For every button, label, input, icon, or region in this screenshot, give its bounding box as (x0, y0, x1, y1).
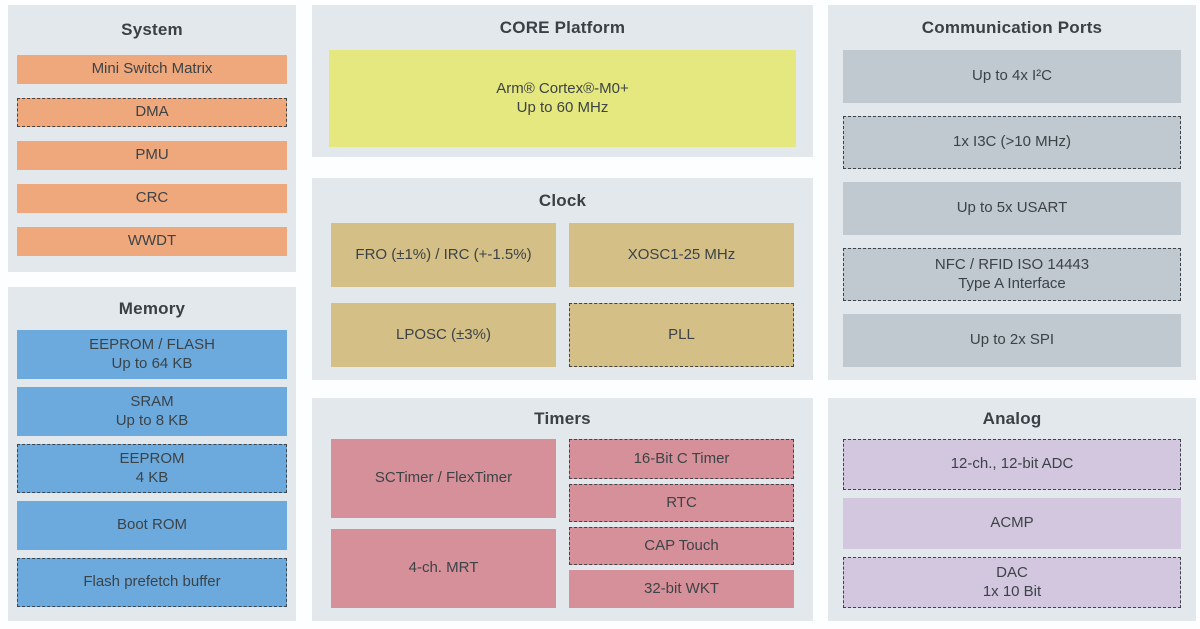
panel-title-memory: Memory (118, 298, 186, 318)
panel-body-analog: 12-ch., 12-bit ADC ACMP DAC 1x 10 Bit (828, 439, 1196, 608)
block-acmp: ACMP (843, 498, 1181, 549)
block-dac: DAC 1x 10 Bit (843, 557, 1181, 608)
block-lposc: LPOSC (±3%) (331, 303, 556, 367)
panel-body-system: Mini Switch Matrix DMA PMU CRC WWDT (8, 55, 296, 256)
panel-title-timers: Timers (534, 408, 591, 428)
block-crc: CRC (17, 184, 287, 213)
block-dma: DMA (17, 98, 287, 127)
block-rtc: RTC (569, 484, 794, 522)
block-sctimer-flextimer: SCTimer / FlexTimer (331, 439, 556, 518)
panel-analog: Analog 12-ch., 12-bit ADC ACMP DAC 1x 10… (828, 398, 1196, 621)
panel-title-core-platform: CORE Platform (499, 17, 626, 37)
panel-body-communication-ports: Up to 4x I²C 1x I3C (>10 MHz) Up to 5x U… (828, 50, 1196, 367)
block-mini-switch-matrix: Mini Switch Matrix (17, 55, 287, 84)
panel-body-clock: FRO (±1%) / IRC (+-1.5%) XOSC1-25 MHz LP… (312, 223, 813, 367)
block-pll: PLL (569, 303, 794, 367)
block-arm-cortex-m0plus: Arm® Cortex®-M0+ Up to 60 MHz (329, 50, 796, 147)
panel-title-system: System (121, 20, 183, 39)
timers-left-column: SCTimer / FlexTimer 4-ch. MRT (331, 439, 556, 608)
block-eeprom-flash: EEPROM / FLASH Up to 64 KB (17, 330, 287, 379)
panel-system: System Mini Switch Matrix DMA PMU CRC WW… (8, 5, 296, 272)
panel-communication-ports: Communication Ports Up to 4x I²C 1x I3C … (828, 5, 1196, 380)
panel-clock: Clock FRO (±1%) / IRC (+-1.5%) XOSC1-25 … (312, 178, 813, 380)
block-4ch-mrt: 4-ch. MRT (331, 529, 556, 608)
block-eeprom-4kb: EEPROM 4 KB (17, 444, 287, 493)
block-i3c: 1x I3C (>10 MHz) (843, 116, 1181, 169)
panel-timers: Timers SCTimer / FlexTimer 4-ch. MRT 16-… (312, 398, 813, 621)
block-sram: SRAM Up to 8 KB (17, 387, 287, 436)
block-adc: 12-ch., 12-bit ADC (843, 439, 1181, 490)
block-nfc-rfid: NFC / RFID ISO 14443 Type A Interface (843, 248, 1181, 301)
panel-title-clock: Clock (538, 190, 587, 210)
panel-title-analog: Analog (982, 408, 1042, 428)
block-boot-rom: Boot ROM (17, 501, 287, 550)
block-i2c: Up to 4x I²C (843, 50, 1181, 103)
block-usart: Up to 5x USART (843, 182, 1181, 235)
panel-body-timers: SCTimer / FlexTimer 4-ch. MRT 16-Bit C T… (312, 439, 813, 608)
panel-title-communication-ports: Communication Ports (921, 17, 1103, 37)
panel-body-memory: EEPROM / FLASH Up to 64 KB SRAM Up to 8 … (8, 330, 296, 607)
panel-core-platform: CORE Platform Arm® Cortex®-M0+ Up to 60 … (312, 5, 813, 157)
timers-right-column: 16-Bit C Timer RTC CAP Touch 32-bit WKT (569, 439, 794, 608)
block-xosc: XOSC1-25 MHz (569, 223, 794, 287)
block-spi: Up to 2x SPI (843, 314, 1181, 367)
block-fro-irc: FRO (±1%) / IRC (+-1.5%) (331, 223, 556, 287)
block-32bit-wkt: 32-bit WKT (569, 570, 794, 608)
block-wwdt: WWDT (17, 227, 287, 256)
panel-memory: Memory EEPROM / FLASH Up to 64 KB SRAM U… (8, 287, 296, 621)
panel-body-core-platform: Arm® Cortex®-M0+ Up to 60 MHz (312, 50, 813, 147)
block-pmu: PMU (17, 141, 287, 170)
block-16bit-c-timer: 16-Bit C Timer (569, 439, 794, 479)
block-flash-prefetch-buffer: Flash prefetch buffer (17, 558, 287, 607)
block-cap-touch: CAP Touch (569, 527, 794, 565)
